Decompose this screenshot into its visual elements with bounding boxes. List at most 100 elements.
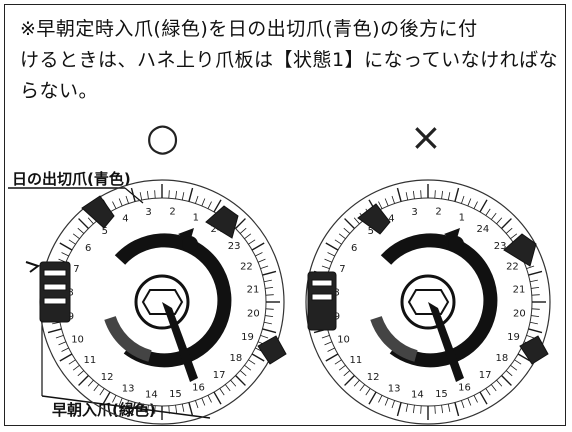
- dial-tick: [224, 384, 231, 392]
- instruction-line: らない。: [20, 80, 99, 102]
- hour-number: 23: [228, 241, 241, 252]
- dial-tick: [146, 190, 149, 199]
- dial-tick: [125, 400, 129, 409]
- dial-tick: [99, 388, 105, 396]
- dial-tick: [338, 364, 346, 371]
- dial-tick: [343, 370, 351, 377]
- hour-number: 16: [458, 382, 471, 393]
- dial-tick: [78, 218, 89, 229]
- dial-tick: [391, 400, 395, 409]
- dial-tick: [501, 218, 512, 229]
- dial-tick: [219, 388, 225, 396]
- dial-tick: [68, 359, 76, 365]
- hour-number: 11: [350, 355, 363, 366]
- dial-tick: [255, 252, 263, 257]
- dial-tick: [321, 335, 330, 339]
- dial-tick: [378, 201, 383, 209]
- dial-tick: [201, 198, 206, 207]
- dial-tick: [77, 370, 85, 377]
- dial-tick: [146, 405, 149, 414]
- correct-mark: ○: [146, 115, 180, 159]
- dial-tick: [61, 252, 69, 257]
- dial-tick: [531, 315, 540, 318]
- dial-tick: [87, 217, 94, 225]
- dial-tick: [188, 402, 194, 417]
- dial-tick: [265, 294, 274, 296]
- instruction-line: ※早朝定時入爪(緑色)を日の出切爪(青色)の後方に付: [20, 18, 478, 40]
- dial-tick: [420, 405, 422, 414]
- dial-tick: [327, 252, 335, 257]
- hour-number: 16: [192, 382, 205, 393]
- hour-number: 20: [247, 309, 260, 320]
- dial-tick: [496, 217, 503, 225]
- dial-tick: [384, 397, 389, 406]
- dial-tick: [181, 403, 185, 412]
- hour-number: 10: [337, 335, 350, 346]
- dial-tick: [77, 227, 85, 234]
- dial-tick: [168, 190, 170, 199]
- dial-tick: [327, 347, 335, 352]
- dial-tick: [93, 384, 100, 392]
- hour-number: 6: [85, 243, 91, 254]
- hour-number: 22: [240, 261, 253, 272]
- hour-number: 9: [334, 311, 340, 322]
- dial-tick: [517, 353, 531, 362]
- dial-tick: [529, 279, 538, 283]
- dial-tick: [496, 379, 503, 387]
- dial-tick: [72, 364, 80, 371]
- dial-tick: [338, 233, 346, 240]
- dial-tick: [473, 201, 478, 209]
- hour-number: 21: [513, 285, 526, 296]
- dial-tick: [461, 195, 465, 204]
- dial-tick: [454, 187, 460, 202]
- dial-tick: [59, 353, 73, 362]
- hour-number: 1: [193, 212, 199, 223]
- dial-tick: [125, 195, 129, 204]
- dial-tick: [265, 308, 274, 310]
- dial-tick: [263, 279, 272, 283]
- dial-tick: [467, 397, 472, 406]
- dial-tick: [514, 359, 522, 365]
- dial-tick: [195, 195, 199, 204]
- dial-tick: [130, 187, 136, 202]
- dial-tick: [213, 391, 222, 405]
- dial-tick: [384, 198, 389, 207]
- dial-tick: [485, 388, 491, 396]
- hour-number: 13: [122, 384, 135, 395]
- dial-tick: [207, 395, 212, 403]
- hour-number: 12: [101, 372, 114, 383]
- dial-tick: [531, 294, 540, 296]
- dial-tick: [461, 400, 465, 409]
- dial-tick: [396, 187, 402, 202]
- sunrise-pawl-label: 日の出切爪(青色): [12, 170, 131, 188]
- dial-tick: [102, 391, 111, 405]
- incorrect-mark: ×: [410, 115, 442, 159]
- dial-tick: [262, 328, 277, 334]
- hour-number: 15: [435, 389, 448, 400]
- instruction-line: けるときは、ハネ上り爪板は【状態1】になっていなければな: [20, 49, 559, 71]
- dial-tick: [505, 370, 513, 377]
- dial-tick: [324, 341, 333, 346]
- dial-tick: [118, 397, 123, 406]
- dial-tick: [87, 379, 94, 387]
- dial-tick: [59, 242, 73, 251]
- dial-tick: [260, 265, 269, 269]
- hour-number: 18: [495, 353, 508, 364]
- dial-tick: [485, 208, 491, 216]
- dial-tick: [321, 265, 330, 269]
- dial-tick: [405, 403, 409, 412]
- dial-tick: [68, 239, 76, 245]
- hour-number: 14: [145, 389, 158, 400]
- dial-tick: [244, 364, 252, 371]
- dial-tick: [467, 198, 472, 207]
- dial-tick: [528, 270, 543, 276]
- dial-tick: [213, 199, 222, 213]
- hour-number: 24: [210, 224, 223, 235]
- hour-number: 1: [459, 212, 465, 223]
- hour-number: 18: [229, 353, 242, 364]
- figure-frame: [4, 4, 566, 426]
- dial-tick: [501, 375, 512, 386]
- dial-tick: [359, 384, 366, 392]
